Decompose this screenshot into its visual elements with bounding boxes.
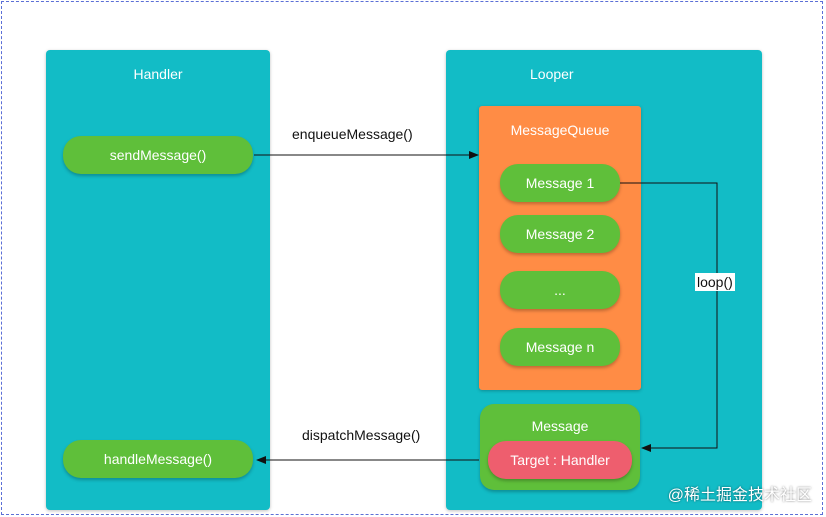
target-handler-node: Target : Handler xyxy=(488,441,632,479)
message-queue-title: MessageQueue xyxy=(510,122,610,138)
loop-arrow xyxy=(620,182,718,452)
handler-panel: Handler xyxy=(46,50,270,510)
send-message-node: sendMessage() xyxy=(63,136,253,174)
queue-message-1: Message 1 xyxy=(500,164,620,202)
handler-title: Handler xyxy=(133,66,183,82)
message-box-title: Message xyxy=(531,418,589,434)
loop-label: loop() xyxy=(695,273,735,291)
enqueue-label: enqueueMessage() xyxy=(292,126,413,142)
watermark: @稀土掘金技术社区 xyxy=(667,487,812,504)
queue-message-2: Message 2 xyxy=(500,215,620,253)
queue-message-ellipsis: ... xyxy=(500,271,620,309)
looper-title: Looper xyxy=(530,66,574,82)
queue-message-n: Message n xyxy=(500,328,620,366)
dispatch-label: dispatchMessage() xyxy=(302,427,421,443)
handle-message-node: handleMessage() xyxy=(63,440,253,478)
